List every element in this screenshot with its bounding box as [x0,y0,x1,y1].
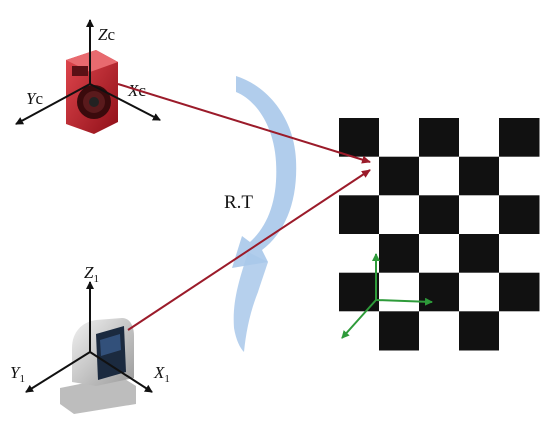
checkerboard-square [499,234,540,274]
checkerboard-square [379,195,420,235]
checkerboard-square [419,272,460,312]
axis-label-yc: Yc [26,89,43,108]
checkerboard-square [339,272,380,312]
ray-bottom-to-board [127,169,371,331]
camera-bottom-axes [25,281,153,393]
checkerboard [339,118,540,351]
axis-label-xc: Xc [127,81,146,100]
checkerboard-square [379,311,420,351]
checkerboard-square [419,234,460,274]
checkerboard-square [419,195,460,235]
checkerboard-square [459,234,500,274]
checkerboard-square [459,311,500,351]
axis-label-y1: Y1 [10,363,25,385]
board-axes [341,253,433,339]
checkerboard-square [339,118,380,158]
checkerboard-square [499,272,540,312]
checkerboard-square [379,272,420,312]
checkerboard-square [419,118,460,158]
camera-top: Zc Yc Xc [15,19,161,134]
axis-label-zc: Zc [98,25,115,44]
camera-top-body [66,50,118,134]
checkerboard-square [499,195,540,235]
camera-bottom-body [60,318,136,414]
checkerboard-square [499,311,540,351]
rotation-arrow-icon [232,76,297,352]
ray-top-to-board [117,83,371,164]
checkerboard-square [379,156,420,196]
checkerboard-square [499,156,540,196]
checkerboard-square [419,311,460,351]
checkerboard-square [419,156,460,196]
checkerboard-square [459,195,500,235]
axis-label-z1: Z1 [84,263,99,285]
checkerboard-square [339,311,380,351]
checkerboard-square [499,118,540,158]
checkerboard-square [459,272,500,312]
checkerboard-square [339,195,380,235]
checkerboard-square [339,234,380,274]
checkerboard-square [459,118,500,158]
checkerboard-square [379,118,420,158]
camera-top-axes [15,19,161,125]
camera-bottom: Z1 Y1 X1 [10,263,170,414]
axis-label-x1: X1 [153,363,170,385]
checkerboard-square [459,156,500,196]
checkerboard-square [379,234,420,274]
transform-label: R.T [224,192,253,213]
